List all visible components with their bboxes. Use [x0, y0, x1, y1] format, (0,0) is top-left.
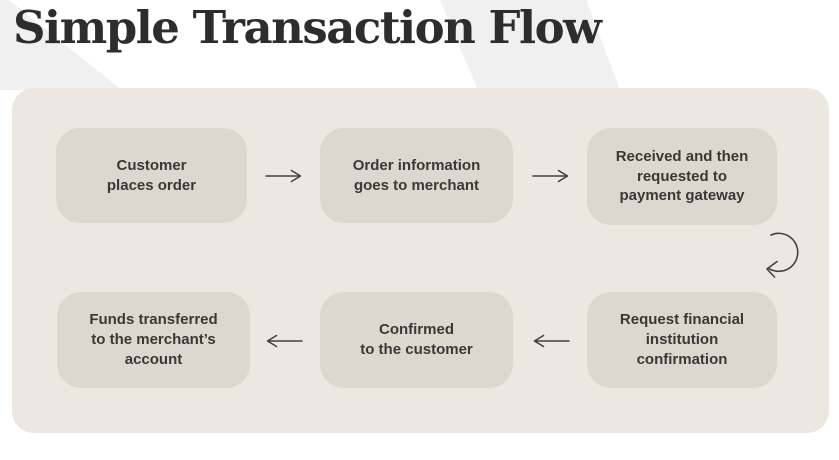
flow-step-confirmed-to-customer: Confirmed to the customer [320, 292, 513, 388]
flow-step-label: Confirmed to the customer [360, 321, 473, 358]
flow-step-funds-transferred: Funds transferred to the merchant’s acco… [57, 292, 250, 388]
curved-arrow-down-icon [754, 231, 806, 281]
flow-step-label: Funds transferred to the merchant’s acco… [89, 311, 218, 368]
flow-step-label: Customer places order [106, 156, 197, 194]
flow-step-payment-gateway-request: Received and then requested to payment g… [587, 128, 777, 225]
flow-step-label: Order information goes to merchant [352, 156, 481, 194]
flow-step-order-info-to-merchant: Order information goes to merchant [320, 128, 513, 223]
arrow-right-icon [531, 168, 571, 184]
flow-step-label: Request financial institution confirmati… [619, 311, 745, 368]
arrow-left-icon [264, 333, 304, 349]
page-title: Simple Transaction Flow [13, 1, 602, 54]
arrow-right-icon [264, 168, 304, 184]
arrow-left-icon [531, 333, 571, 349]
flow-step-customer-places-order: Customer places order [56, 128, 247, 223]
flow-step-label: Received and then requested to payment g… [615, 147, 749, 205]
flow-step-financial-institution-confirmation: Request financial institution confirmati… [587, 292, 777, 388]
